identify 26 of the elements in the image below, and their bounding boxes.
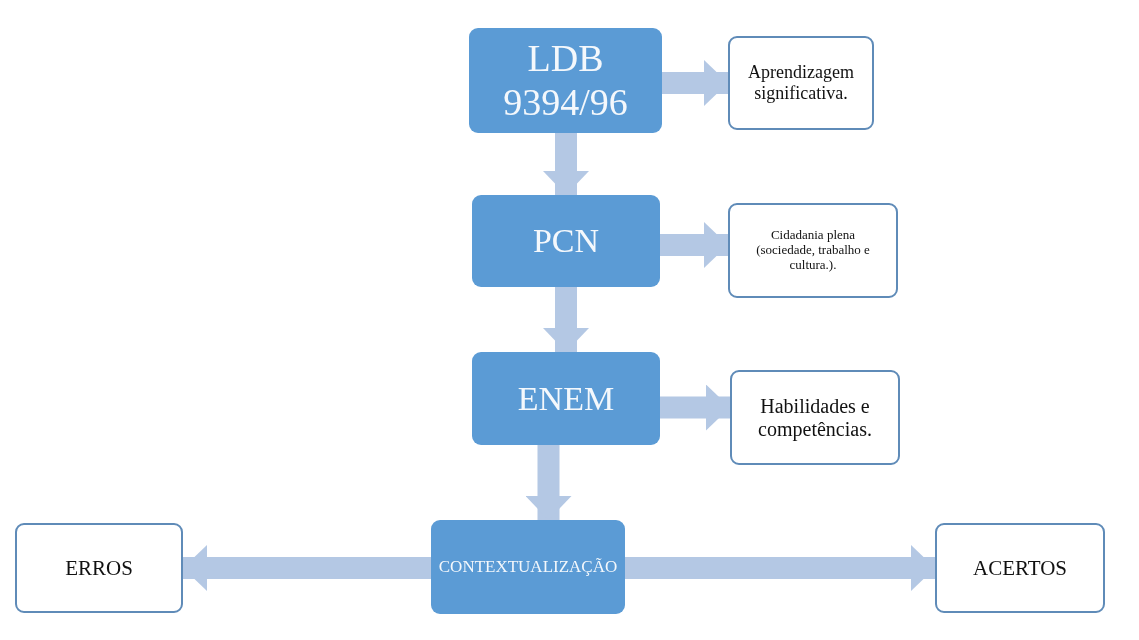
node-label: ENEM: [517, 378, 615, 419]
node-label: Habilidades e competências.: [757, 394, 873, 441]
node-label: LDB 9394/96: [502, 36, 629, 125]
node-label: PCN: [532, 221, 600, 261]
note-box: [935, 523, 1105, 613]
process-box: [431, 520, 625, 614]
node-label: Cidadania plena (sociedade, trabalho e cultura.).: [755, 228, 871, 273]
block-arrow: [543, 133, 589, 195]
process-box: [469, 28, 662, 133]
node-label: CONTEXTUALIZAÇÃO: [438, 557, 618, 577]
node-label: ERROS: [65, 555, 133, 581]
node-label: ACERTOS: [972, 555, 1067, 581]
block-arrow: [660, 384, 730, 431]
node-label: Aprendizagem significativa.: [747, 62, 855, 104]
note-box: [15, 523, 183, 613]
block-arrow: [543, 287, 589, 352]
process-box: [472, 195, 660, 287]
note-box: [728, 203, 898, 298]
block-arrow: [662, 60, 728, 106]
block-arrow: [525, 445, 572, 520]
block-arrow: [625, 545, 935, 591]
block-arrow: [183, 545, 431, 591]
process-box: [472, 352, 660, 445]
block-arrow: [660, 222, 728, 268]
note-box: [728, 36, 874, 130]
note-box: [730, 370, 900, 465]
